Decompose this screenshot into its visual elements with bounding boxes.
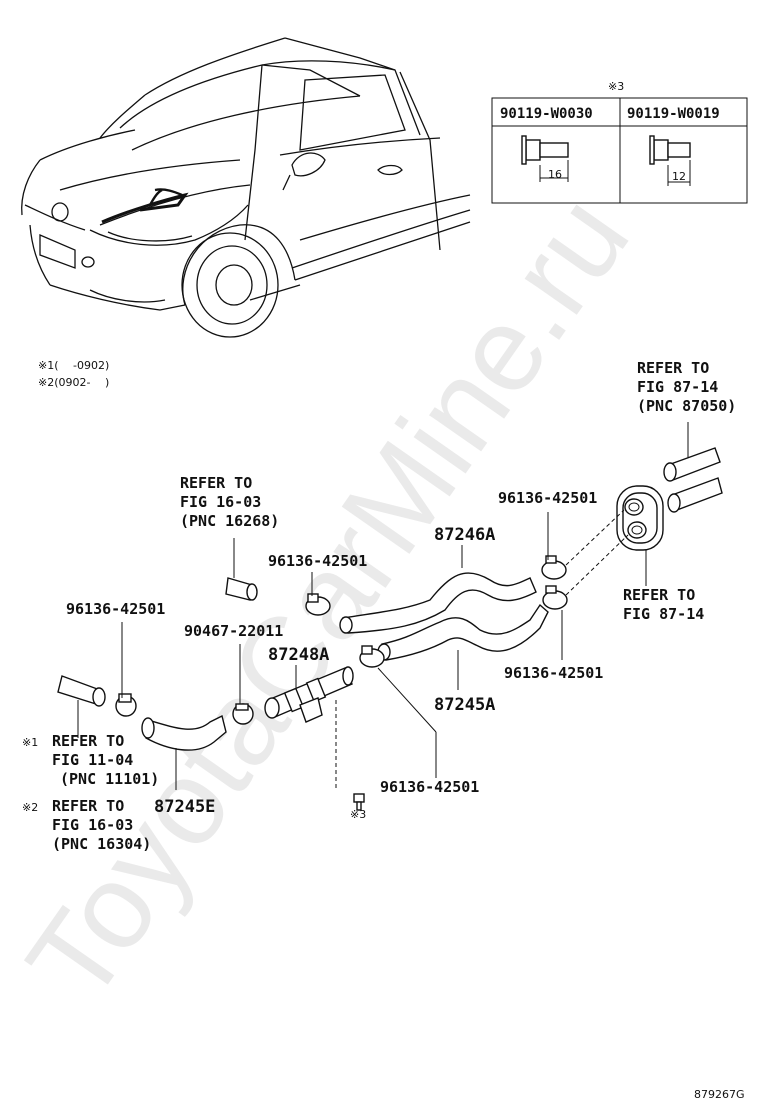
legend-note-1: ※1( -0902)	[38, 359, 109, 372]
ref-11-04: ※1 REFER TO FIG 11-04 (PNC 11101)	[22, 732, 159, 788]
part-label: 87245A	[434, 695, 495, 715]
bolt-mark: ※3	[350, 808, 366, 821]
grommet-icon	[616, 485, 664, 551]
bolt-icon	[353, 793, 365, 811]
bolt-table-mark: ※3	[608, 80, 624, 93]
ref-16-03-top: REFER TO FIG 16-03 (PNC 16268)	[180, 474, 279, 530]
part-label: 96136-42501	[66, 600, 165, 618]
car-illustration	[21, 37, 471, 338]
parts-group	[57, 422, 723, 811]
ref-line: (PNC 16268)	[180, 512, 279, 530]
ref-line: FIG 87-14	[637, 378, 718, 396]
part-label: 96136-42501	[268, 552, 367, 570]
ref-line: (PNC 16304)	[52, 835, 151, 853]
ref-line: REFER TO	[52, 797, 124, 815]
ref-87-14-right: REFER TO FIG 87-14	[623, 586, 704, 623]
ref-line: (PNC 87050)	[637, 397, 736, 415]
part-label: 87245E	[154, 797, 215, 817]
part-label: 90467-22011	[184, 622, 283, 640]
ref-line: FIG 87-14	[623, 605, 704, 623]
part-label: 87248A	[268, 645, 329, 665]
bolt-1-icon	[521, 135, 569, 182]
clamp-icon	[359, 645, 385, 668]
ref-line: REFER TO	[180, 474, 252, 492]
ref-87-14-top: REFER TO FIG 87-14 (PNC 87050)	[637, 359, 736, 415]
part-label: 96136-42501	[380, 778, 479, 796]
ref-line: REFER TO	[637, 359, 709, 377]
ref-line: (PNC 11101)	[60, 770, 159, 788]
part-label: 96136-42501	[504, 664, 603, 682]
legend-note-2: ※2(0902- )	[38, 376, 109, 389]
clamp-icon	[232, 703, 254, 725]
ref-line: REFER TO	[52, 732, 124, 750]
bolt-table: ※3 90119-W0030 90119-W0019 16 12	[491, 80, 748, 204]
ref-line: FIG 16-03	[52, 816, 133, 834]
ref-line: REFER TO	[623, 586, 695, 604]
ref-16-03-bottom: ※2 REFER TO FIG 16-03 (PNC 16304)	[22, 797, 151, 853]
bolt-part-1: 90119-W0030	[500, 106, 593, 122]
ref-mark: ※2	[22, 801, 38, 814]
bolt-part-2: 90119-W0019	[627, 106, 720, 122]
ref-line: FIG 11-04	[52, 751, 133, 769]
bolt-length-1: 16	[548, 168, 562, 181]
clamp-icon	[115, 693, 137, 717]
ref-mark: ※1	[22, 736, 38, 749]
pipe-87248a-icon	[264, 666, 354, 723]
clamp-icon	[305, 593, 331, 616]
bolt-2-icon	[649, 135, 691, 186]
diagram-code: 879267G	[694, 1088, 745, 1101]
part-label: 96136-42501	[498, 489, 597, 507]
part-label: 87246A	[434, 525, 495, 545]
clamp-icon	[541, 555, 568, 610]
bolt-length-2: 12	[672, 170, 686, 183]
ref-line: FIG 16-03	[180, 493, 261, 511]
